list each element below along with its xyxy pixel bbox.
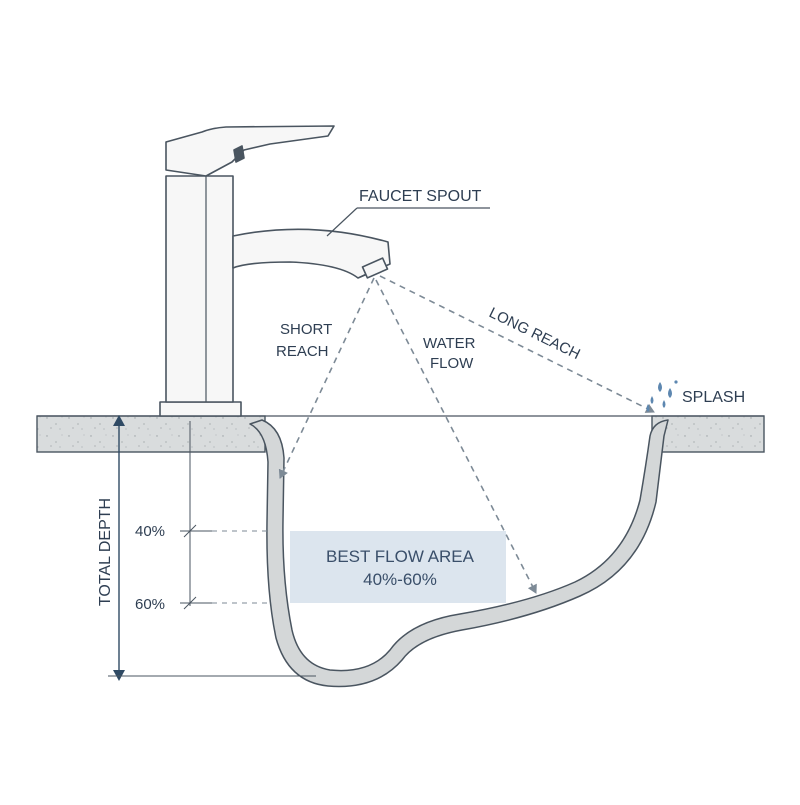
long-reach-arrow [379,275,655,413]
label-40-percent: 40% [135,523,165,540]
short-reach-arrow [278,277,375,479]
water-flow-arrow [375,279,537,594]
short-reach-label-line1: SHORT [280,321,332,338]
faucet-spout-callout: FAUCET SPOUT [326,188,490,237]
short-reach-label-line2: REACH [276,343,329,360]
total-depth-label: TOTAL DEPTH [97,498,114,606]
best-flow-zone: BEST FLOW AREA 40%-60% [290,531,506,603]
splash-icon [646,380,678,412]
best-flow-label: BEST FLOW AREA [326,547,475,566]
label-60-percent: 60% [135,596,165,613]
long-reach-label: LONG REACH [486,304,583,363]
faucet-spout-label: FAUCET SPOUT [359,188,482,205]
flow-arrows [278,275,655,594]
total-depth-dimension: TOTAL DEPTH [97,415,316,681]
best-flow-range: 40%-60% [363,570,437,589]
water-flow-label-line1: WATER [423,335,476,352]
sink-basin [249,419,669,688]
splash-label: SPLASH [682,389,745,406]
faucet-body [165,175,234,403]
faucet-base [159,401,242,417]
faucet-handle [165,125,335,177]
percentage-guides: 40% 60% [135,421,272,613]
countertop [36,415,765,453]
faucet [159,125,391,417]
faucet-spout [232,228,391,279]
water-flow-label-line2: FLOW [430,355,474,372]
